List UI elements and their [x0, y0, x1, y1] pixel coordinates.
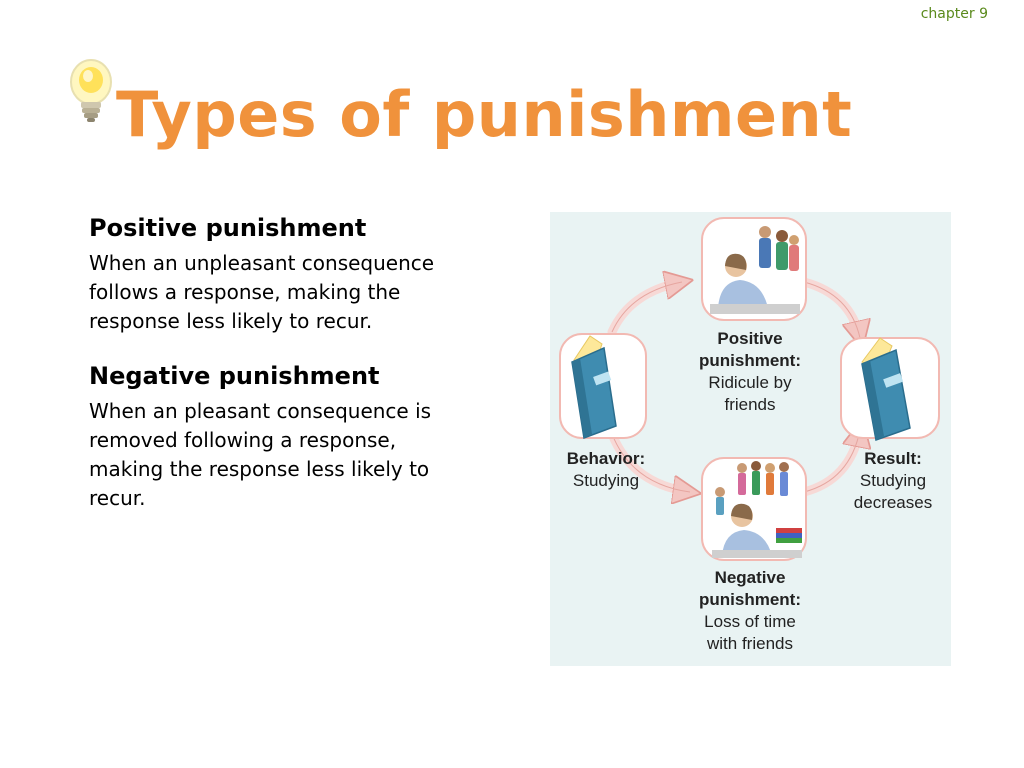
- page-title: Types of punishment: [116, 78, 853, 151]
- negative-label-title: Negative: [714, 568, 786, 587]
- positive-punishment-illustration: [701, 217, 807, 321]
- text-panel: Positive punishment When an unpleasant c…: [89, 214, 469, 539]
- lightbulb-icon: [70, 59, 112, 122]
- result-label-line2: decreases: [853, 493, 933, 512]
- chapter-label: chapter 9: [920, 6, 988, 22]
- negative-label-line1: Loss of time: [704, 612, 796, 631]
- result-label-line1: Studying: [859, 471, 927, 490]
- negative-punishment-definition: When an pleasant consequence is removed …: [89, 398, 432, 510]
- behavior-label-title: Behavior:: [566, 449, 646, 468]
- positive-label-title2: punishment:: [699, 351, 801, 370]
- negative-punishment-heading: Negative punishment: [89, 361, 380, 390]
- behavior-book-icon: [559, 333, 647, 440]
- arrow-behavior-to-positive: [607, 282, 682, 337]
- negative-punishment-illustration: [701, 457, 807, 561]
- punishment-cycle-diagram: Positive punishment: Ridicule by friends…: [550, 212, 951, 666]
- positive-label-title: Positive: [717, 329, 783, 348]
- negative-label-title2: punishment:: [699, 590, 801, 609]
- positive-punishment-heading: Positive punishment: [89, 214, 367, 242]
- result-label: Result: Studying decreases: [838, 448, 948, 514]
- positive-label-line2: friends: [724, 395, 776, 414]
- positive-punishment-definition: When an unpleasant consequence follows a…: [89, 250, 435, 333]
- negative-punishment-label: Negative punishment: Loss of time with f…: [680, 567, 820, 655]
- positive-punishment-label: Positive punishment: Ridicule by friends: [680, 328, 820, 416]
- negative-label-line2: with friends: [707, 634, 793, 653]
- diagram-graphics: [559, 217, 940, 561]
- behavior-label-line1: Studying: [572, 471, 640, 490]
- positive-label-line1: Ridicule by: [708, 373, 792, 392]
- result-book-icon: [840, 337, 940, 441]
- result-label-title: Result:: [864, 449, 922, 468]
- behavior-label: Behavior: Studying: [556, 448, 656, 492]
